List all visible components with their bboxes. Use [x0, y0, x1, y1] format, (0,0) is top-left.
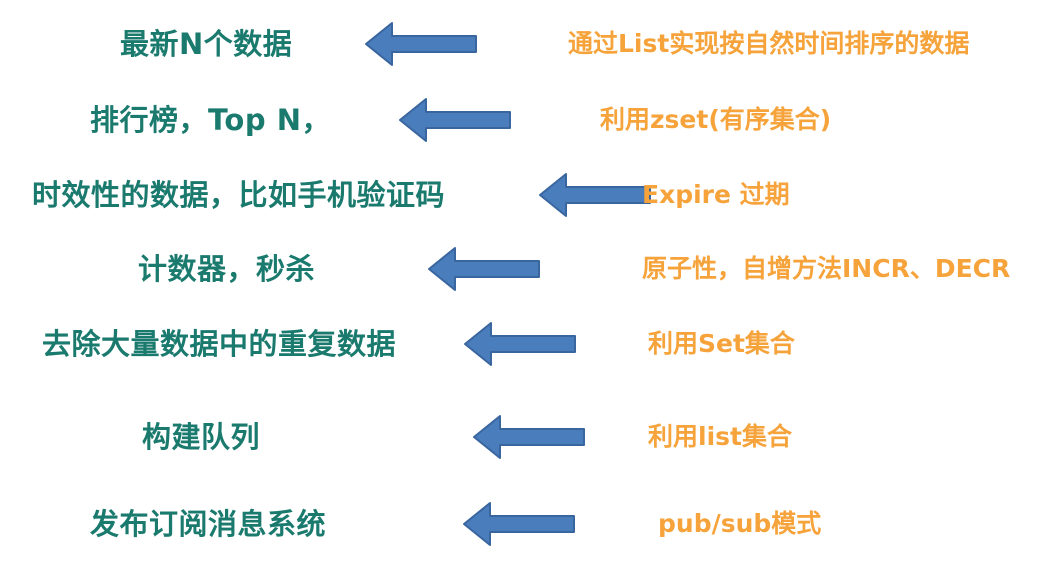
use-case-row: 计数器，秒杀 原子性，自增方法INCR、DECR	[0, 239, 1046, 299]
solution-label: Expire 过期	[642, 180, 790, 209]
left-arrow-icon	[464, 322, 576, 366]
left-arrow-icon	[463, 502, 575, 546]
solution-label: 通过List实现按自然时间排序的数据	[568, 29, 970, 58]
use-case-row: 时效性的数据，比如手机验证码 Expire 过期	[0, 165, 1046, 225]
left-arrow-icon	[399, 98, 511, 142]
use-case-label: 排行榜，Top N，	[90, 103, 331, 137]
use-case-label: 发布订阅消息系统	[90, 507, 327, 541]
use-case-row: 构建队列 利用list集合	[0, 407, 1046, 467]
use-case-label: 最新N个数据	[120, 27, 293, 61]
use-case-label: 去除大量数据中的重复数据	[42, 327, 397, 361]
use-case-row: 最新N个数据 通过List实现按自然时间排序的数据	[0, 14, 1046, 74]
left-arrow-icon	[428, 247, 540, 291]
use-case-label: 计数器，秒杀	[138, 252, 316, 286]
solution-label: 利用Set集合	[648, 329, 795, 358]
use-case-row: 去除大量数据中的重复数据 利用Set集合	[0, 314, 1046, 374]
use-case-label: 构建队列	[142, 420, 261, 454]
left-arrow-icon	[365, 22, 477, 66]
use-case-row: 排行榜，Top N， 利用zset(有序集合)	[0, 90, 1046, 150]
solution-label: 原子性，自增方法INCR、DECR	[642, 254, 1011, 283]
solution-label: 利用list集合	[648, 422, 792, 451]
use-case-label: 时效性的数据，比如手机验证码	[32, 178, 446, 212]
left-arrow-icon	[539, 173, 651, 217]
solution-label: pub/sub模式	[658, 509, 822, 538]
use-case-row: 发布订阅消息系统 pub/sub模式	[0, 494, 1046, 554]
left-arrow-icon	[473, 415, 585, 459]
solution-label: 利用zset(有序集合)	[600, 105, 832, 134]
